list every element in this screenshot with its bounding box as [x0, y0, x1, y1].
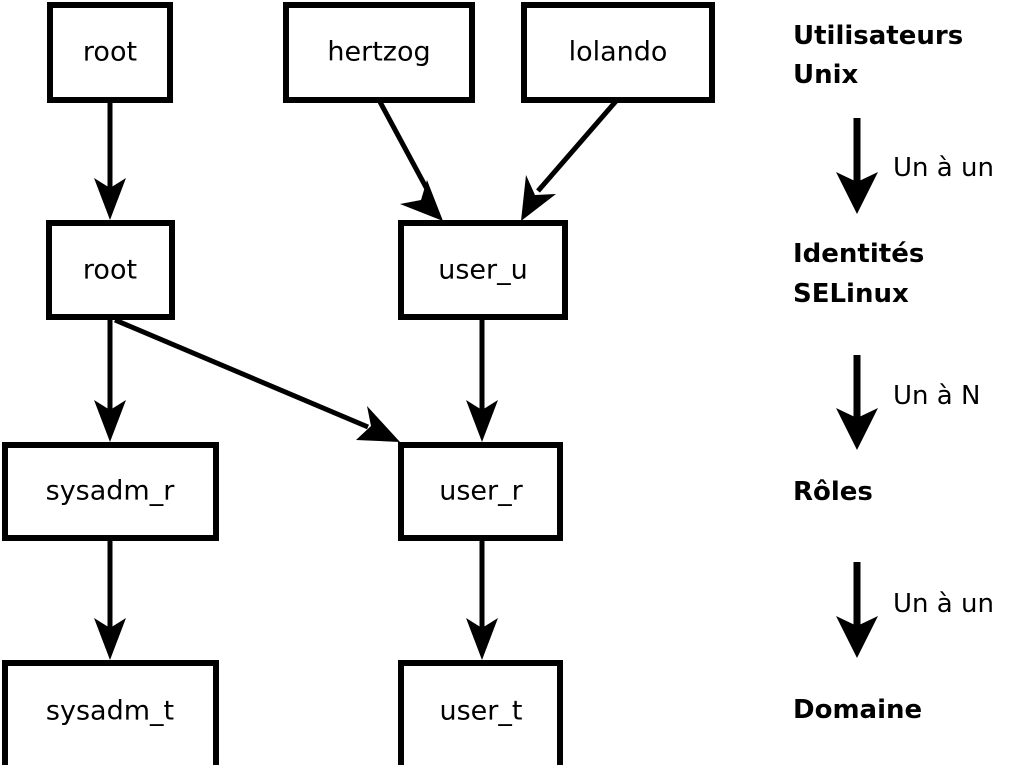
legend-level-selinux-identities: Identités SELinux — [793, 239, 924, 309]
legend-column: Utilisateurs Unix Un à un Identités SELi… — [793, 21, 994, 725]
node-domain-user-t[interactable]: user_t — [398, 660, 563, 765]
node-role-sysadm-r-label: sysadm_r — [46, 476, 176, 507]
edge-user-r-to-user-t — [466, 540, 498, 660]
node-unix-hertzog-label: hertzog — [327, 37, 430, 68]
legend-level-roles-line1: Rôles — [793, 477, 873, 507]
legend-level-unix-users-line2: Unix — [793, 60, 859, 90]
legend-level-selinux-identities-line1: Identités — [793, 239, 924, 269]
node-role-user-r-label: user_r — [439, 476, 523, 507]
node-unix-hertzog[interactable]: hertzog — [283, 2, 475, 103]
node-domain-sysadm-t[interactable]: sysadm_t — [2, 660, 219, 765]
node-unix-root[interactable]: root — [47, 2, 173, 103]
edge-lolando-to-user-u — [521, 98, 619, 221]
legend-level-unix-users: Utilisateurs Unix — [793, 21, 963, 90]
edge-user-u-to-user-r — [466, 320, 498, 442]
node-unix-lolando-label: lolando — [569, 37, 668, 68]
edge-unix-root-to-identity-root — [94, 100, 126, 220]
edge-hertzog-to-user-u — [376, 98, 443, 221]
node-identity-root-label: root — [83, 255, 137, 286]
legend-relation-identities-to-roles-label: Un à N — [893, 381, 980, 411]
node-role-user-r[interactable]: user_r — [398, 442, 563, 541]
node-identity-user-u-label: user_u — [438, 255, 528, 286]
node-unix-root-label: root — [83, 37, 137, 68]
edge-sysadm-r-to-sysadm-t — [94, 540, 126, 660]
legend-relation-roles-to-domain-label: Un à un — [893, 589, 994, 619]
legend-level-domain-line1: Domaine — [793, 695, 922, 725]
legend-relation-users-to-identities: Un à un — [836, 118, 994, 214]
node-identity-root[interactable]: root — [46, 220, 175, 320]
legend-level-selinux-identities-line2: SELinux — [793, 279, 909, 309]
legend-relation-identities-to-roles: Un à N — [836, 355, 980, 450]
legend-relation-users-to-identities-label: Un à un — [893, 153, 994, 183]
legend-relation-roles-to-domain: Un à un — [836, 562, 994, 658]
edge-layer — [94, 98, 619, 660]
legend-level-domain: Domaine — [793, 695, 922, 725]
legend-level-roles: Rôles — [793, 477, 873, 507]
legend-level-unix-users-line1: Utilisateurs — [793, 21, 963, 51]
node-domain-sysadm-t-label: sysadm_t — [46, 696, 174, 727]
node-role-sysadm-r[interactable]: sysadm_r — [2, 442, 219, 541]
node-domain-user-t-label: user_t — [440, 696, 523, 727]
edge-identity-root-to-user-r — [114, 317, 400, 442]
node-unix-lolando[interactable]: lolando — [521, 2, 715, 103]
edge-identity-root-to-sysadm-r — [94, 320, 126, 442]
node-identity-user-u[interactable]: user_u — [398, 220, 568, 320]
